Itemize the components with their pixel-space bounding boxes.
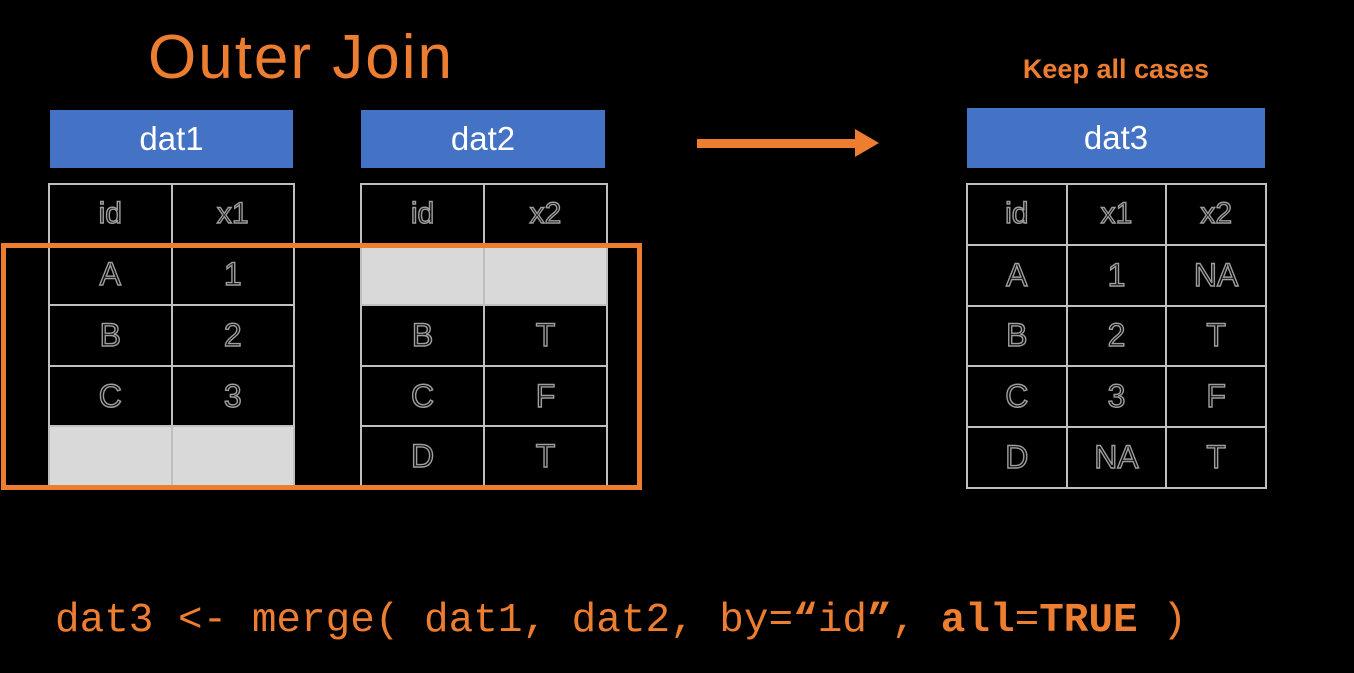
- slide-title: Outer Join: [148, 23, 455, 92]
- table-cell: 2: [1067, 306, 1166, 366]
- table-cell: C: [50, 366, 171, 426]
- arrow-head: [855, 129, 879, 157]
- right-arrow-icon: [697, 126, 879, 158]
- table-cell: F: [1167, 367, 1265, 427]
- dat3-table: id x1 x2 A 1 NA B 2 T C 3 F D NA T: [966, 183, 1267, 489]
- dat3-col-header-x1: x1: [1067, 185, 1166, 244]
- table-cell: T: [1167, 306, 1265, 366]
- table-cell: D: [362, 427, 483, 486]
- keep-all-cases-label: Keep all cases: [1022, 54, 1210, 84]
- dat1-col-header-id: id: [50, 185, 171, 244]
- table-cell: F: [485, 366, 606, 426]
- dat2-title-bar: dat2: [361, 110, 605, 168]
- dat1-title-bar: dat1: [50, 110, 293, 168]
- table-cell: 3: [172, 366, 293, 426]
- table-cell: 1: [172, 245, 293, 305]
- table-cell: C: [968, 367, 1066, 427]
- dat1-col-header-x1: x1: [172, 185, 293, 244]
- table-cell: NA: [1067, 428, 1166, 487]
- dat2-col-header-x2: x2: [485, 185, 606, 244]
- dat3-col-header-x2: x2: [1167, 185, 1265, 244]
- table-cell: T: [485, 306, 606, 365]
- table-cell: A: [50, 245, 171, 305]
- table-cell-empty: [50, 427, 171, 486]
- table-cell: 1: [1067, 245, 1166, 305]
- table-cell: D: [968, 428, 1066, 487]
- table-cell: A: [968, 245, 1066, 305]
- dat3-title-bar: dat3: [967, 108, 1265, 168]
- code-segment: id: [817, 598, 867, 644]
- code-segment: ): [1137, 598, 1187, 644]
- code-segment-close-quote: ”: [866, 598, 892, 644]
- table-cell: T: [485, 427, 606, 486]
- dat3-title: dat3: [1083, 119, 1149, 156]
- table-cell: 2: [172, 306, 293, 365]
- dat2-title: dat2: [450, 120, 516, 157]
- code-segment: ,: [891, 598, 941, 644]
- dat2-col-header-id: id: [362, 185, 483, 244]
- table-cell: C: [362, 366, 483, 426]
- dat1-table: id x1 A 1 B 2 C 3: [48, 183, 295, 488]
- r-code-line: dat3 <- merge( dat1, dat2, by=“id”, all=…: [55, 598, 1187, 644]
- table-cell: T: [1167, 428, 1265, 487]
- code-segment: =: [1014, 598, 1040, 644]
- code-segment: dat3 <- merge( dat1, dat2, by=: [55, 598, 794, 644]
- table-cell: B: [968, 306, 1066, 366]
- arrow-shaft: [697, 139, 857, 148]
- table-cell-empty: [172, 427, 293, 486]
- table-cell: 3: [1067, 367, 1166, 427]
- table-cell-empty: [362, 245, 483, 305]
- table-cell: B: [362, 306, 483, 365]
- table-cell: B: [50, 306, 171, 365]
- dat1-title: dat1: [139, 120, 204, 157]
- dat2-table: id x2 B T C F D T: [360, 183, 608, 488]
- code-segment-true-keyword: TRUE: [1039, 598, 1138, 644]
- code-segment-all-keyword: all: [940, 598, 1015, 644]
- code-segment-open-quote: “: [793, 598, 818, 644]
- dat3-col-header-id: id: [968, 185, 1066, 244]
- table-cell-empty: [485, 245, 606, 305]
- table-cell: NA: [1167, 245, 1265, 305]
